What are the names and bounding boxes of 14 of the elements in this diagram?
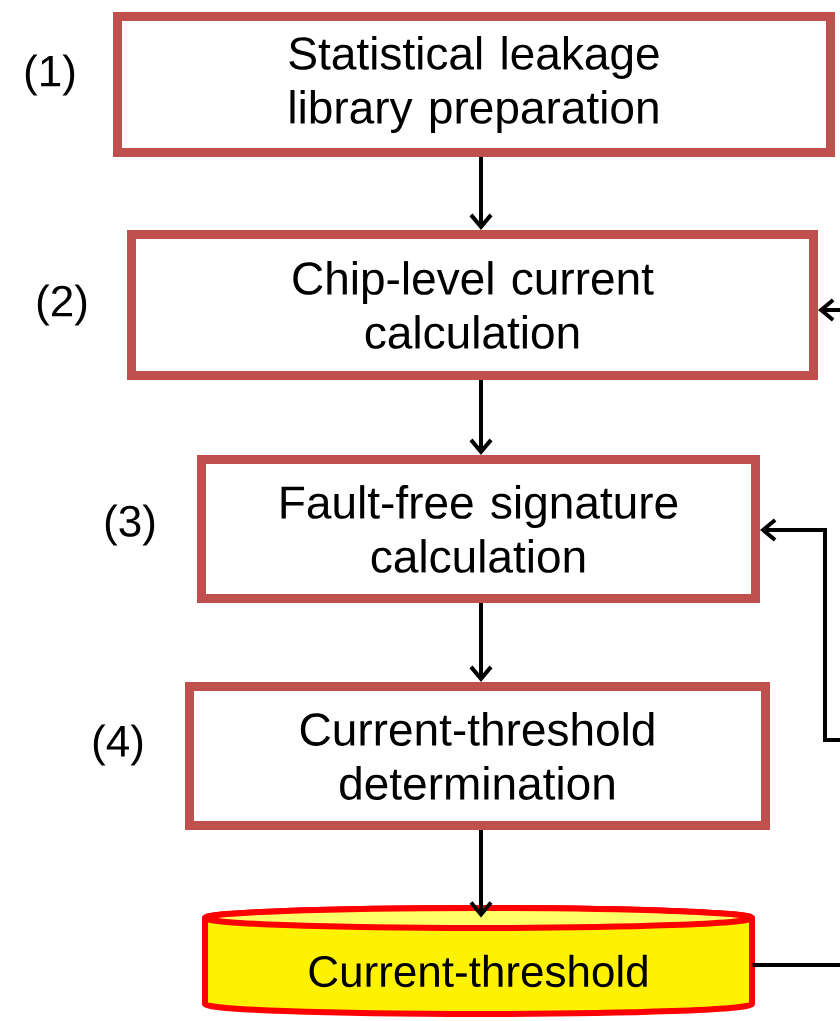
process-box: Current-threshold determination — [185, 682, 770, 830]
arrow — [469, 380, 493, 455]
step-number: (3) — [105, 504, 155, 546]
arrow — [469, 830, 493, 918]
step-number: (1) — [25, 54, 75, 96]
step-number: (4) — [93, 724, 143, 766]
process-box: Fault-free signature calculation — [197, 455, 760, 603]
process-box: Statistical leakage library preparation — [113, 12, 835, 157]
arrow — [760, 518, 840, 742]
process-box: Chip-level current calculation — [127, 230, 818, 380]
arrow — [469, 603, 493, 682]
step-number: (2) — [37, 284, 87, 326]
database-cylinder: Current-threshold — [202, 905, 755, 1017]
arrow — [469, 157, 493, 230]
